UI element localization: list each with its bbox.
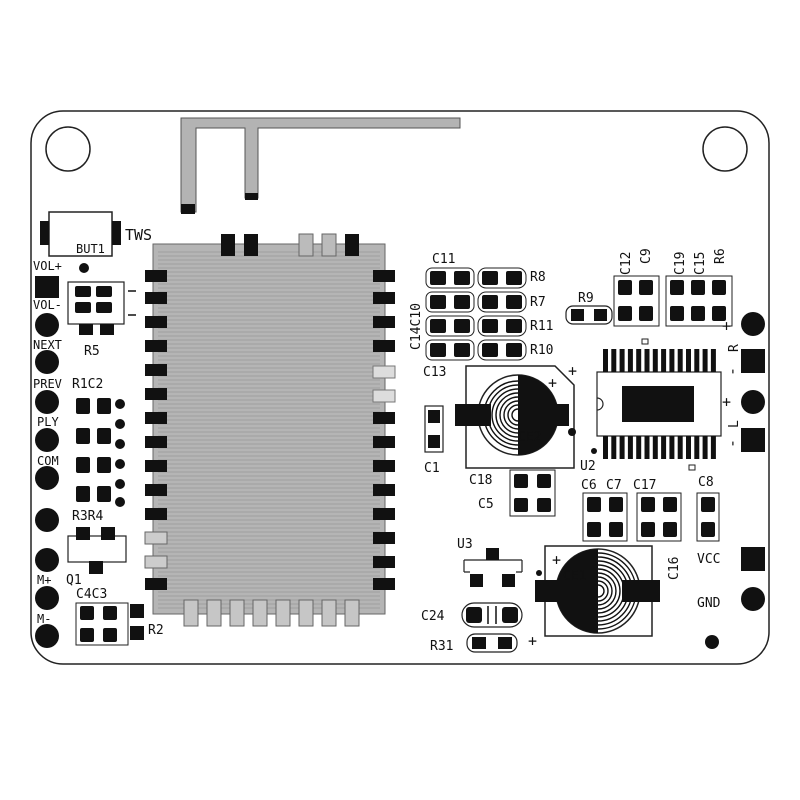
- label-prev: PREV: [33, 377, 62, 391]
- mounting-hole-left: [45, 126, 91, 172]
- left-connector-pads: [35, 276, 59, 648]
- label-ce2-plus-2: +: [568, 362, 577, 380]
- label-c15: C15: [693, 252, 708, 275]
- component-r31: [466, 633, 518, 653]
- component-r3r4: [76, 457, 111, 502]
- label-m-plus: M+: [37, 573, 51, 587]
- label-ce1-plus: +: [552, 551, 561, 569]
- label-r-output: R: [727, 344, 742, 352]
- label-com: COM: [37, 454, 59, 468]
- label-c16: C16: [667, 557, 682, 580]
- label-but1: BUT1: [76, 242, 105, 256]
- component-c1: [424, 405, 444, 453]
- label-c12: C12: [619, 252, 634, 275]
- label-r10: R10: [530, 343, 553, 358]
- label-vol-minus: VOL-: [33, 298, 62, 312]
- label-c18: C18: [469, 473, 492, 488]
- label-r31: R31: [430, 639, 453, 654]
- component-c24: [461, 602, 523, 628]
- button-but1: [40, 211, 121, 273]
- label-c11: C11: [432, 252, 455, 267]
- label-c1: C1: [424, 461, 440, 476]
- label-l-plus: +: [722, 393, 731, 411]
- bluetooth-module: [144, 233, 396, 627]
- label-gnd: GND: [697, 596, 721, 611]
- label-ply: PLY: [37, 415, 59, 429]
- label-c8: C8: [698, 475, 714, 490]
- component-cap-res-array: [425, 267, 527, 361]
- component-ce1: [535, 545, 660, 637]
- label-c9: C9: [639, 248, 654, 264]
- speaker-output-pads: [741, 312, 765, 452]
- label-c6: C6: [581, 478, 597, 493]
- label-tws: TWS: [125, 226, 152, 244]
- label-l-minus: -: [723, 439, 741, 448]
- label-r9: R9: [578, 291, 594, 306]
- label-c24: C24: [421, 609, 445, 624]
- label-r11: R11: [530, 319, 553, 334]
- label-c17: C17: [633, 478, 656, 493]
- component-u3: [463, 548, 523, 587]
- label-q1: Q1: [66, 573, 82, 588]
- label-r2: R2: [148, 623, 164, 638]
- component-c12-c9-c19-c15-r6: [613, 275, 733, 327]
- label-r7: R7: [530, 295, 546, 310]
- component-c18-c5: [509, 469, 556, 517]
- label-next: NEXT: [33, 338, 62, 352]
- label-c4c3: C4C3: [76, 587, 107, 602]
- label-c19: C19: [673, 252, 688, 275]
- component-q1: [67, 527, 127, 574]
- label-c14c10: C14C10: [409, 303, 424, 350]
- label-r3r4: R3R4: [72, 509, 103, 524]
- mounting-hole-right: [702, 126, 748, 172]
- label-ce1-plus-2: +: [528, 632, 537, 650]
- label-r6: R6: [713, 248, 728, 264]
- label-l-output: L: [727, 420, 742, 428]
- label-r8: R8: [530, 270, 546, 285]
- label-m-minus: M-: [37, 612, 51, 626]
- label-vcc: VCC: [697, 552, 720, 567]
- label-r-plus: +: [722, 317, 731, 335]
- component-c4c3: [75, 602, 144, 646]
- label-ce2-plus: +: [548, 374, 557, 392]
- component-u2: [591, 338, 722, 471]
- label-r5: R5: [84, 344, 100, 359]
- component-c6-c7-c17-c8: [582, 492, 720, 542]
- label-c7: C7: [606, 478, 622, 493]
- label-u2: U2: [580, 459, 596, 474]
- label-c5: C5: [478, 497, 494, 512]
- label-u3: U3: [457, 537, 473, 552]
- component-r5: [67, 281, 136, 335]
- power-pads: [705, 547, 765, 649]
- label-r1c2: R1C2: [72, 377, 103, 392]
- component-ce2: [455, 365, 576, 469]
- label-c13: C13: [423, 365, 446, 380]
- label-ce2: CE2: [518, 430, 541, 445]
- label-vol-plus: VOL+: [33, 259, 62, 273]
- component-r1c2: [76, 398, 125, 507]
- label-ce1: CE1: [563, 569, 586, 584]
- label-r-minus: -: [723, 367, 741, 376]
- component-r9: [565, 305, 613, 325]
